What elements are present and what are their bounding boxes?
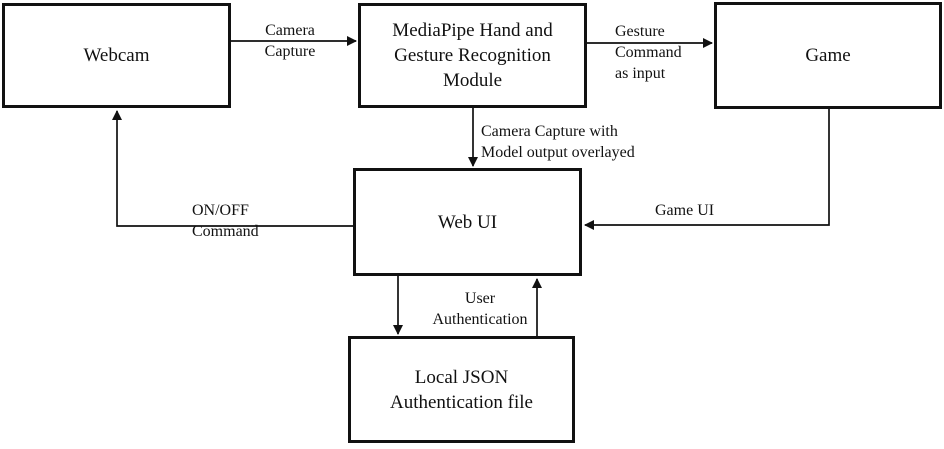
webcam-node: Webcam <box>2 3 231 108</box>
gesture-command-edge-label: Gesture Command as input <box>615 23 682 82</box>
game-node: Game <box>714 2 942 109</box>
camera-capture-overlay-edge-label: Camera Capture with Model output overlay… <box>481 123 635 161</box>
web-ui-node-label: Web UI <box>437 211 498 233</box>
local-json-auth-file-node: Local JSON Authentication file <box>348 336 575 443</box>
game-ui-edge-label: Game UI <box>655 202 715 219</box>
webcam-node-label: Webcam <box>83 45 150 66</box>
camera-capture-edge-label: Camera Capture <box>264 22 316 60</box>
on-off-command-edge-label: ON/OFF Command <box>192 202 259 240</box>
edge-game-to-webui <box>584 109 830 230</box>
local-json-auth-file-node-label: Local JSON Authentication file <box>390 366 533 413</box>
web-ui-node: Web UI <box>353 168 582 276</box>
mediapipe-module-node: MediaPipe Hand and Gesture Recognition M… <box>358 3 587 108</box>
mediapipe-module-node-label: MediaPipe Hand and Gesture Recognition M… <box>392 20 553 91</box>
user-authentication-edge-label: User Authentication <box>432 290 528 328</box>
edge-webui-to-webcam <box>112 110 353 227</box>
game-node-label: Game <box>805 45 851 66</box>
